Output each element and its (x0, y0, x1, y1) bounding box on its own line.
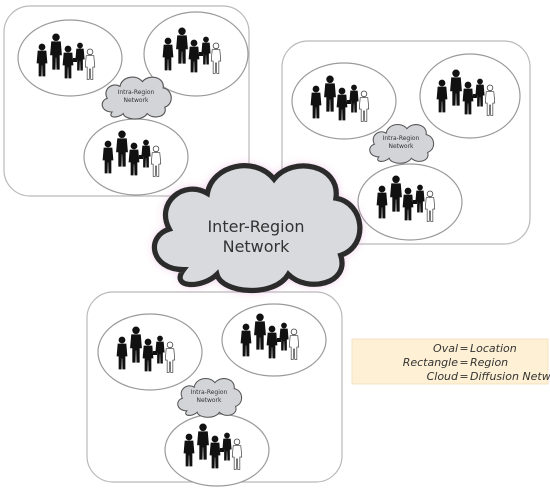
person-icon (415, 184, 425, 213)
person-icon (231, 438, 243, 470)
handoff-marker (199, 52, 203, 56)
person-icon (240, 323, 252, 357)
person-icon (116, 130, 128, 167)
person-icon (209, 435, 221, 469)
legend-rectangle-meaning: Region (470, 356, 508, 369)
person-icon (142, 338, 154, 372)
person-icon (150, 145, 162, 177)
intra-region-cloud-top-right: Intra-Region Network (369, 123, 435, 164)
person-icon (128, 142, 140, 176)
handoff-marker (413, 200, 417, 204)
person-icon (336, 87, 348, 121)
inter-region-label-line2: Network (223, 237, 291, 256)
handoff-marker (153, 351, 157, 355)
person-icon (462, 81, 474, 115)
legend: Oval = Location Rectangle = Region Cloud… (351, 338, 550, 385)
handoff-marker (277, 338, 281, 342)
person-icon (402, 187, 414, 221)
legend-rectangle-term: Rectangle (403, 356, 459, 369)
person-icon (141, 139, 151, 168)
intra-region-cloud-bottom: Intra-Region Network (177, 377, 243, 418)
handoff-marker (73, 58, 77, 62)
person-icon (162, 37, 174, 71)
person-icon (197, 423, 209, 460)
person-icon (310, 85, 322, 119)
person-icon (201, 36, 211, 65)
person-icon (436, 79, 448, 113)
person-icon (164, 341, 176, 373)
person-icon (155, 335, 165, 364)
person-icon (288, 328, 300, 360)
person-icon (130, 326, 142, 363)
inter-region-cloud: Inter-Region Network (154, 166, 359, 291)
handoff-marker (139, 155, 143, 159)
person-icon (376, 185, 388, 219)
intra-region-label-line1: Intra-Region (118, 89, 155, 96)
person-icon (358, 90, 370, 122)
legend-equals: = (459, 370, 468, 383)
person-icon (475, 78, 485, 107)
intra-region-label-line1: Intra-Region (383, 135, 420, 142)
person-icon (210, 42, 222, 74)
person-icon (188, 39, 200, 73)
intra-region-label-line2: Network (123, 97, 149, 104)
person-icon (390, 175, 402, 212)
legend-box (351, 338, 549, 385)
person-icon (279, 322, 289, 351)
handoff-marker (220, 448, 224, 452)
person-icon (36, 43, 48, 77)
person-icon (484, 84, 496, 116)
person-icon (450, 69, 462, 106)
person-icon (84, 48, 96, 80)
person-icon (62, 45, 74, 79)
legend-equals: = (459, 356, 468, 369)
person-icon (75, 42, 85, 71)
legend-oval-term: Oval (433, 342, 458, 355)
person-icon (349, 84, 359, 113)
intra-region-label-line2: Network (388, 143, 414, 150)
person-icon (50, 33, 62, 70)
person-icon (176, 27, 188, 64)
person-icon (424, 190, 436, 222)
person-icon (222, 432, 232, 461)
person-icon (116, 336, 128, 370)
legend-cloud-meaning: Diffusion Network (470, 370, 550, 383)
person-icon (324, 75, 336, 112)
person-icon (183, 433, 195, 467)
legend-oval-meaning: Location (470, 342, 517, 355)
handoff-marker (473, 94, 477, 98)
legend-cloud-term: Cloud (427, 370, 459, 383)
person-icon (102, 140, 114, 174)
legend-equals: = (459, 342, 468, 355)
person-icon (266, 325, 278, 359)
people-layer (36, 27, 496, 470)
person-icon (254, 313, 266, 350)
intra-region-label-line2: Network (196, 397, 222, 404)
intra-region-cloud-top-left: Intra-Region Network (101, 76, 172, 120)
handoff-marker (347, 100, 351, 104)
inter-region-label-line1: Inter-Region (207, 217, 304, 236)
intra-region-label-line1: Intra-Region (191, 389, 228, 396)
